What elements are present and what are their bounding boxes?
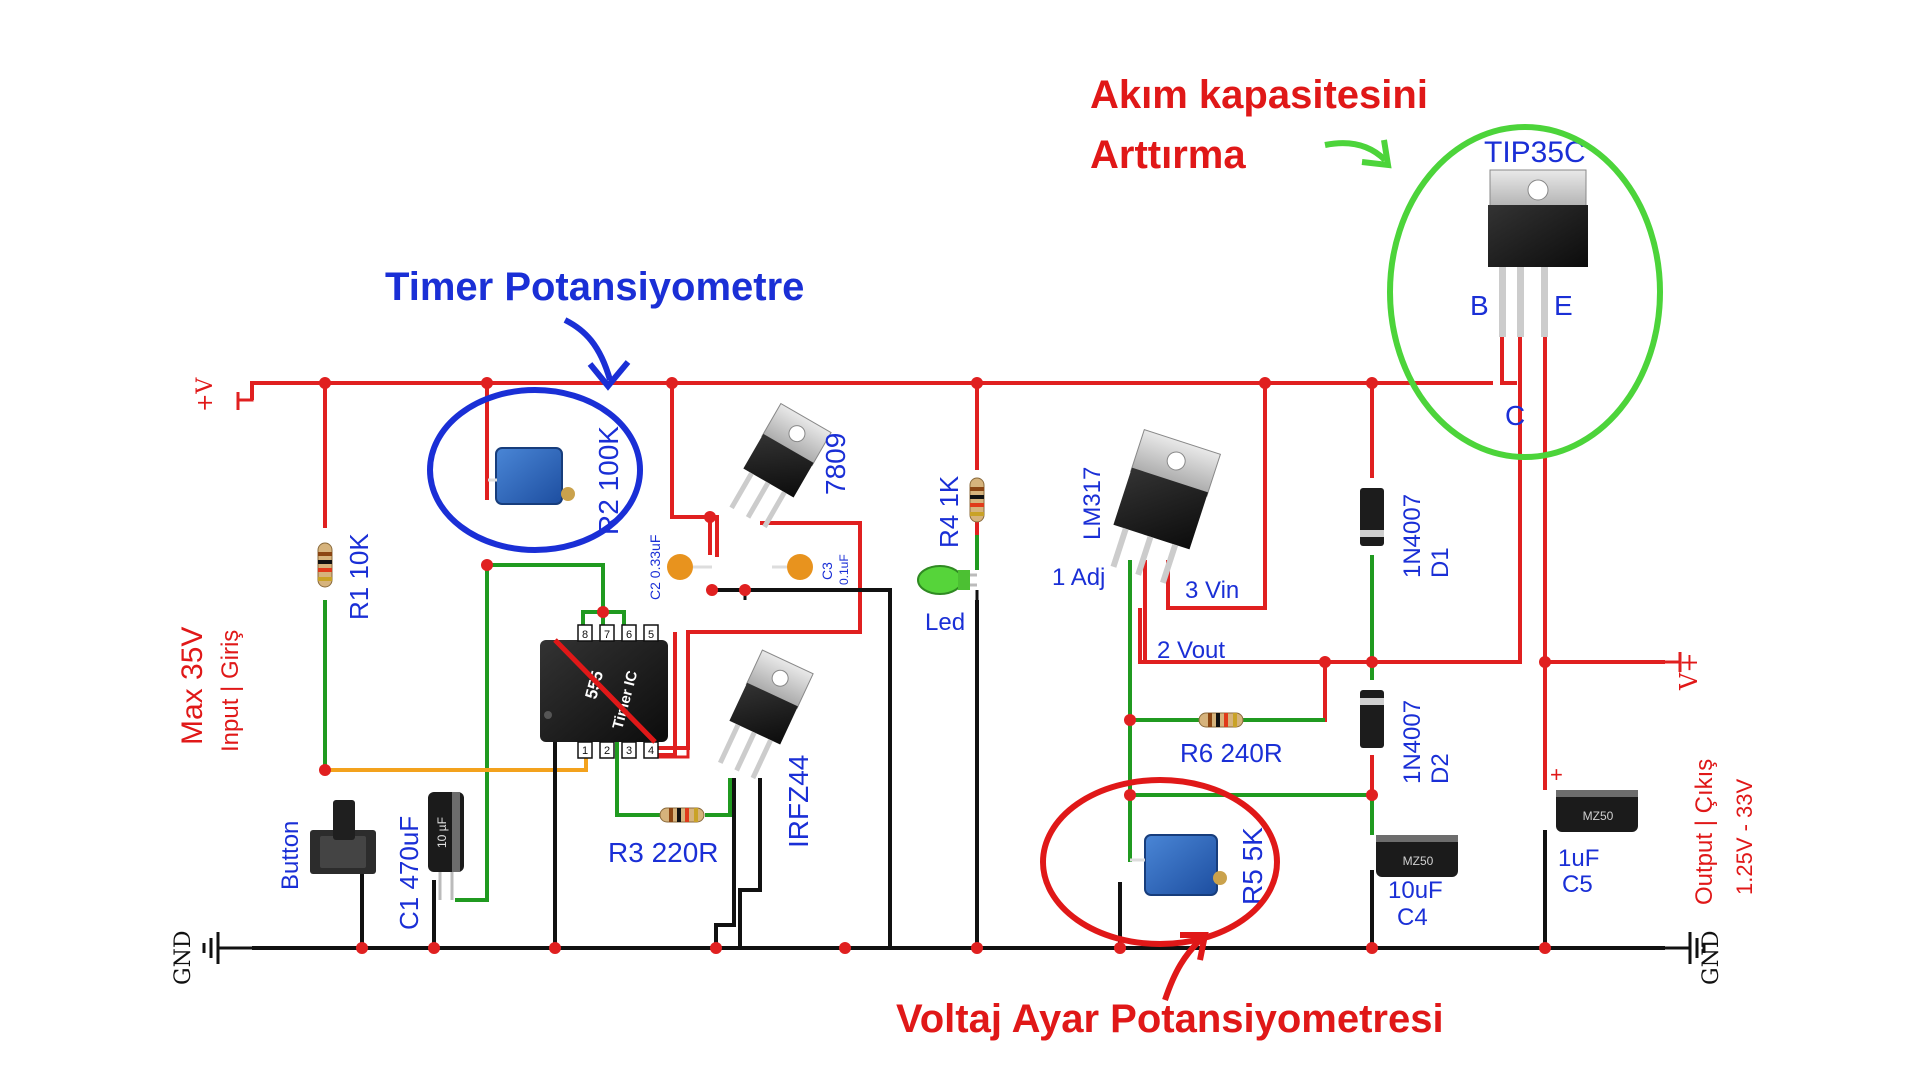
c5-polarity-label: + bbox=[1550, 762, 1563, 787]
r3-resistor: R3 220R bbox=[608, 807, 719, 868]
output-range-label: 1.25V - 33V bbox=[1732, 778, 1757, 895]
ic-555-timer: 8 7 6 5 1 2 3 4 555 Timer IC bbox=[540, 624, 668, 759]
c3-capacitor: C3 0.1uF bbox=[772, 554, 851, 585]
r1-resistor: R1 10K bbox=[317, 533, 374, 620]
gnd-left-label: GND bbox=[171, 931, 196, 985]
current-boost-highlight-circle bbox=[1387, 124, 1663, 460]
lm317-adj-label: 1 Adj bbox=[1052, 564, 1105, 591]
output-label: Output | Çıkış bbox=[1691, 759, 1718, 905]
d2-diode: 1N4007 D2 bbox=[1360, 690, 1454, 784]
c3-label: C3 bbox=[819, 562, 835, 580]
timer-pot-annotation: Timer Potansiyometre bbox=[385, 265, 804, 309]
pin6-label: 6 bbox=[626, 629, 632, 641]
c1-capacitor: 10 µF C1 470uF bbox=[394, 792, 464, 930]
irfz44-label: IRFZ44 bbox=[783, 755, 814, 848]
pin8-label: 8 bbox=[582, 629, 588, 641]
current-boost-annotation-line1: Akım kapasitesini bbox=[1090, 73, 1428, 117]
voltage-pot-annotation: Voltaj Ayar Potansiyometresi bbox=[896, 997, 1444, 1041]
input-label: Input | Giriş bbox=[217, 630, 244, 752]
pin2-label: 2 bbox=[604, 745, 610, 757]
d2-part-label: 1N4007 bbox=[1399, 700, 1426, 784]
tip35c-transistor: TIP35C B E C bbox=[1470, 136, 1588, 431]
c1-label: C1 470uF bbox=[394, 816, 424, 930]
c2-capacitor: C2 0.33uF bbox=[647, 535, 712, 600]
voltage-pot-highlight-circle bbox=[1040, 777, 1280, 947]
vplus-input-label: +V bbox=[193, 377, 218, 412]
gnd-right-label: GND bbox=[1699, 931, 1724, 985]
r5-label: R5 5K bbox=[1237, 827, 1268, 905]
c2-label: C2 0.33uF bbox=[647, 535, 663, 600]
lm317-regulator bbox=[1110, 428, 1222, 584]
r4-resistor: R4 1K bbox=[934, 475, 985, 548]
lm317-vout-label: 2 Vout bbox=[1157, 637, 1225, 664]
gnd-left-symbol: GND bbox=[171, 931, 252, 985]
button-label: Button bbox=[277, 821, 304, 890]
lm317-vin-label: 3 Vin bbox=[1185, 577, 1239, 604]
voltage-pot-arrow bbox=[1162, 937, 1203, 1001]
tip35c-base-label: B bbox=[1470, 290, 1489, 321]
c4-label: C4 bbox=[1397, 904, 1428, 931]
r6-resistor: R6 240R bbox=[1180, 712, 1283, 768]
tip35c-label: TIP35C bbox=[1484, 136, 1586, 169]
current-boost-annotation-line2: Arttırma bbox=[1090, 133, 1246, 177]
r1-label: R1 10K bbox=[344, 533, 374, 620]
r3-label: R3 220R bbox=[608, 837, 719, 868]
timer-pot-arrow bbox=[563, 317, 613, 381]
r6-label: R6 240R bbox=[1180, 738, 1283, 768]
reg-7809 bbox=[729, 402, 832, 529]
c1-print: 10 µF bbox=[435, 817, 449, 848]
r5-potentiometer: R5 5K bbox=[1130, 827, 1268, 905]
push-button: Button bbox=[277, 800, 376, 890]
c4-capacitor: MZ50 10uF C4 bbox=[1376, 835, 1458, 931]
c4-print: MZ50 bbox=[1403, 854, 1434, 868]
irfz44-mosfet bbox=[718, 649, 814, 780]
d1-part-label: 1N4007 bbox=[1399, 494, 1426, 578]
tip35c-emitter-label: E bbox=[1554, 290, 1573, 321]
reg-7809-label: 7809 bbox=[820, 433, 851, 495]
vplus-output-terminal: V+ bbox=[1665, 652, 1703, 691]
lm317-label: LM317 bbox=[1079, 467, 1106, 540]
tip35c-collector-label: C bbox=[1505, 400, 1525, 431]
junction-dots bbox=[319, 377, 1551, 954]
timer-pot-highlight-circle bbox=[427, 387, 643, 553]
d1-diode: 1N4007 D1 bbox=[1360, 488, 1454, 578]
vplus-output-label: V+ bbox=[1675, 653, 1703, 691]
d1-label: D1 bbox=[1427, 547, 1454, 578]
c5-print: MZ50 bbox=[1583, 809, 1614, 823]
pin5-label: 5 bbox=[648, 629, 654, 641]
vplus-input-terminal: +V bbox=[193, 377, 254, 412]
gnd-right-symbol: GND bbox=[1665, 931, 1724, 985]
led: Led bbox=[917, 565, 977, 636]
r4-label: R4 1K bbox=[934, 475, 964, 548]
pin7-label: 7 bbox=[604, 629, 610, 641]
r2-potentiometer: R2 100K bbox=[488, 426, 624, 535]
pin3-label: 3 bbox=[626, 745, 632, 757]
current-boost-arrow bbox=[1324, 140, 1388, 163]
led-label: Led bbox=[925, 609, 965, 636]
c5-capacitor: MZ50 + 1uF C5 bbox=[1550, 762, 1638, 898]
c3-value-label: 0.1uF bbox=[837, 554, 851, 585]
c5-value-label: 1uF bbox=[1558, 845, 1599, 872]
c5-label: C5 bbox=[1562, 871, 1593, 898]
pin1-label: 1 bbox=[582, 745, 588, 757]
c4-value-label: 10uF bbox=[1388, 877, 1443, 904]
pin4-label: 4 bbox=[648, 745, 654, 757]
d2-label: D2 bbox=[1427, 753, 1454, 784]
max-voltage-label: Max 35V bbox=[176, 627, 209, 745]
